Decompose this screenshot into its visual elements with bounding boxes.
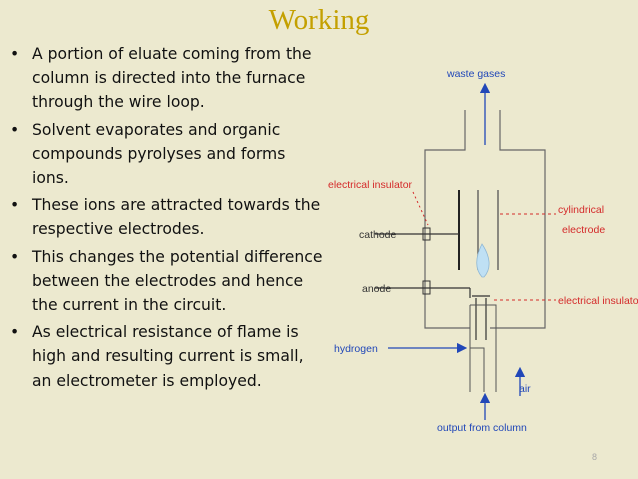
slide-title: Working bbox=[268, 4, 370, 36]
bullet-dot-icon: • bbox=[10, 196, 20, 215]
flame-icon bbox=[476, 243, 490, 278]
bullet-item: • As electrical resistance of flame is hi… bbox=[8, 320, 323, 393]
electrode-label: electrode bbox=[562, 224, 605, 236]
bullet-text: As electrical resistance of flame is hig… bbox=[32, 323, 304, 390]
electrical-insulator-label-left: electrical insulator bbox=[328, 179, 413, 191]
bullet-text: This changes the potential difference be… bbox=[32, 247, 323, 315]
bullet-item: • Solvent evaporates and organic compound… bbox=[8, 118, 323, 191]
electrical-insulator-label-right: electrical insulator bbox=[558, 295, 638, 307]
insulator-leader-left bbox=[412, 191, 429, 226]
waste-gases-label: waste gases bbox=[446, 68, 505, 80]
bullet-text: A portion of eluate coming from the colu… bbox=[32, 45, 312, 112]
bullet-text: These ions are attracted towards the res… bbox=[32, 196, 321, 239]
output-from-column-label: output from column bbox=[437, 422, 527, 434]
air-label: air bbox=[519, 383, 531, 395]
bullet-dot-icon: • bbox=[10, 323, 20, 342]
bullet-text: Solvent evaporates and organic compounds… bbox=[32, 120, 286, 188]
jet-tube bbox=[472, 295, 490, 340]
page-number: 8 bbox=[592, 452, 598, 462]
hydrogen-label: hydrogen bbox=[334, 343, 378, 355]
detector-body-outline bbox=[424, 110, 546, 329]
anode-label: anode bbox=[362, 283, 391, 295]
bullet-item: • A portion of eluate coming from the col… bbox=[8, 42, 323, 115]
bullet-item: • This changes the potential difference b… bbox=[8, 245, 323, 318]
hydrogen-pipe bbox=[470, 347, 485, 392]
bullet-dot-icon: • bbox=[10, 120, 20, 139]
bullet-dot-icon: • bbox=[10, 45, 20, 63]
cathode-insulator bbox=[422, 227, 431, 241]
cathode-label: cathode bbox=[359, 229, 397, 241]
bullet-dot-icon: • bbox=[10, 247, 20, 266]
bullet-list: • A portion of eluate coming from the col… bbox=[8, 42, 323, 396]
fid-detector-diagram: waste gases electrical insulator cathode… bbox=[328, 68, 638, 434]
bullet-item: • These ions are attracted towards the re… bbox=[8, 193, 323, 241]
anode-insulator bbox=[422, 280, 431, 295]
cylindrical-label: cylindrical bbox=[558, 204, 604, 216]
